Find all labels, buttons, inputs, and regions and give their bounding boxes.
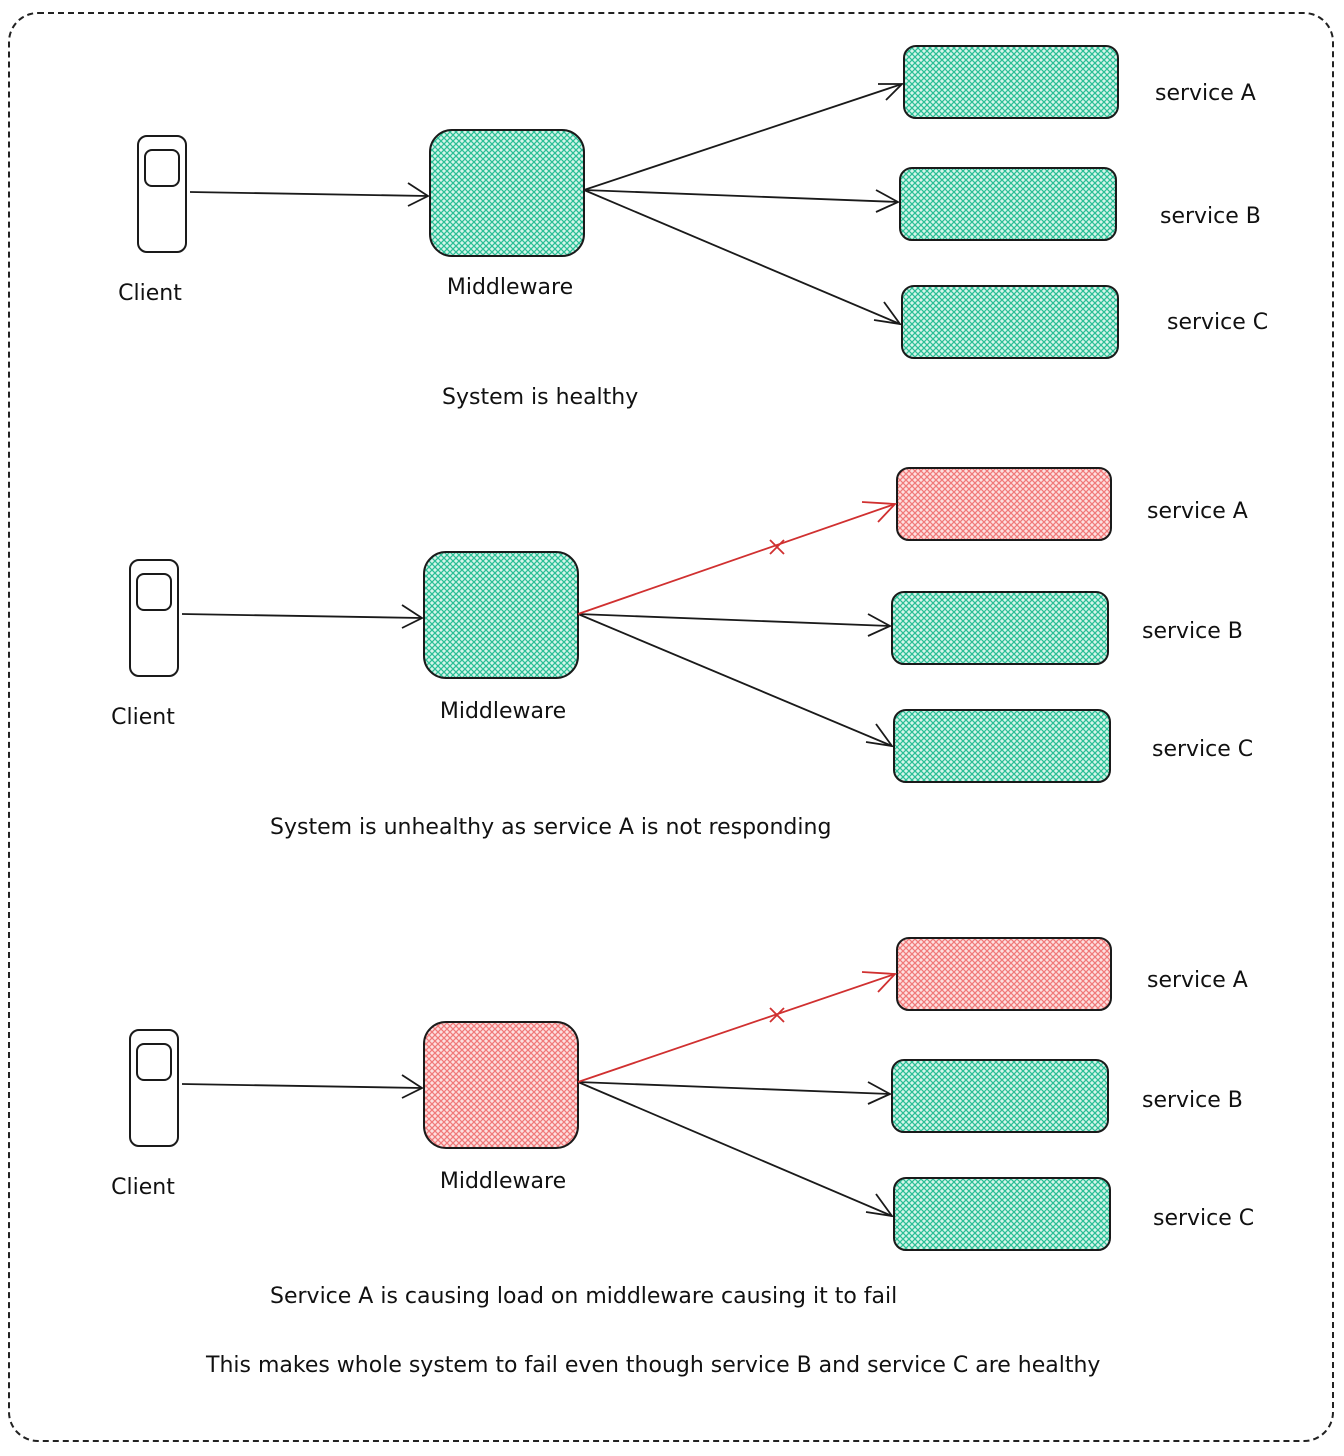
service-b-label: service B [1160,204,1261,229]
diagram-frame [8,12,1334,1442]
middleware-node [429,129,585,257]
broken-connection-service-a [577,971,897,1083]
client-to-middleware-arrow [189,191,429,197]
middleware-to-service-a-arrow [583,83,903,191]
service-b-node [891,591,1109,665]
middleware-to-service-c-arrow [577,613,893,747]
service-a-label: service A [1155,81,1256,106]
scenario-3: Client Middleware service A service B se… [111,937,1254,1378]
middleware-label: Middleware [440,699,566,724]
middleware-to-service-b-arrow [583,189,899,203]
service-a-label: service A [1147,499,1248,524]
client-to-middleware-arrow [181,613,423,619]
middleware-to-service-c-arrow [583,189,901,325]
middleware-to-service-c-arrow [577,1081,893,1217]
service-b-label: service B [1142,1088,1243,1113]
service-a-node-failed [896,937,1112,1011]
service-a-node [903,45,1119,119]
service-b-node [891,1059,1109,1133]
service-b-label: service B [1142,619,1243,644]
connections [181,1074,894,1218]
broken-connection-service-a [577,501,897,615]
service-a-label: service A [1147,968,1248,993]
caption: Service A is causing load on middleware … [270,1284,897,1309]
client-label: Client [118,281,182,306]
client-to-middleware-arrow [181,1083,423,1089]
service-c-label: service C [1152,737,1253,762]
caption: System is healthy [442,385,638,410]
caption: System is unhealthy as service A is not … [270,815,831,840]
service-c-label: service C [1153,1206,1254,1231]
scenario-1: Client Middleware service A service B se… [118,45,1268,410]
service-b-node [899,167,1117,241]
service-c-node [901,285,1119,359]
service-c-label: service C [1167,310,1268,335]
failure-x-icon [769,539,785,555]
middleware-to-service-b-arrow [577,613,891,627]
client-device-icon [137,135,187,253]
connections [189,83,905,326]
client-device-icon [129,1029,179,1147]
middleware-node-failed [423,1021,579,1149]
client-label: Client [111,705,175,730]
client-device-icon [129,559,179,677]
connections [181,604,894,748]
middleware-label: Middleware [447,275,573,300]
service-c-node [893,709,1111,783]
caption-secondary: This makes whole system to fail even tho… [205,1353,1100,1378]
client-label: Client [111,1175,175,1200]
middleware-label: Middleware [440,1169,566,1194]
service-c-node [893,1177,1111,1251]
failure-x-icon [769,1007,785,1023]
middleware-node [423,551,579,679]
scenario-2: Client Middleware service A service B se… [111,467,1253,840]
middleware-to-service-b-arrow [577,1081,891,1095]
service-a-node-failed [896,467,1112,541]
